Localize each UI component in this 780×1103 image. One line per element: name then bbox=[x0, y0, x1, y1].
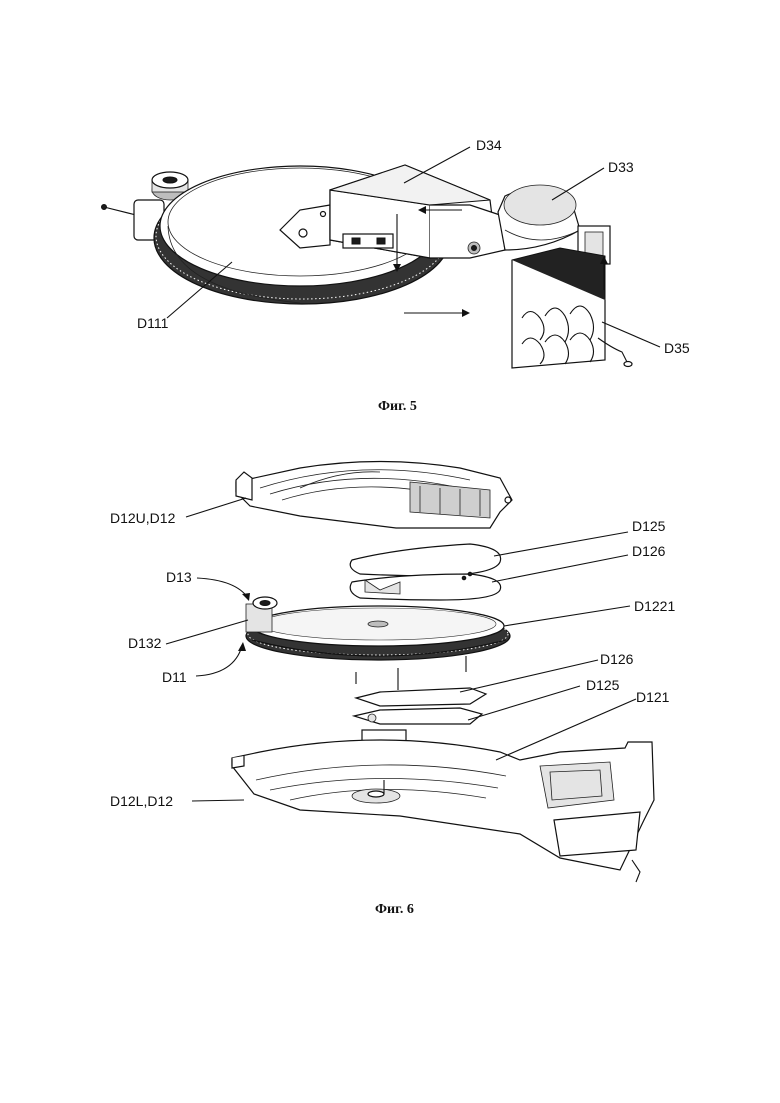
label-d13: D13 bbox=[166, 569, 192, 585]
figure-5-drawing bbox=[102, 165, 633, 368]
figure-5-caption: Фиг. 5 bbox=[378, 399, 417, 414]
label-d125-top: D125 bbox=[632, 518, 666, 534]
label-d132: D132 bbox=[128, 635, 162, 651]
label-d126-top: D126 bbox=[632, 543, 666, 559]
label-d121: D121 bbox=[636, 689, 670, 705]
label-d34: D34 bbox=[476, 137, 502, 153]
label-d33: D33 bbox=[608, 159, 634, 175]
label-d12u: D12U,D12 bbox=[110, 510, 176, 526]
label-d125-bottom: D125 bbox=[586, 677, 620, 693]
label-d111: D111 bbox=[137, 315, 169, 331]
label-d1221: D1221 bbox=[634, 598, 675, 614]
label-d126-bottom: D126 bbox=[600, 651, 634, 667]
label-d35: D35 bbox=[664, 340, 690, 356]
figure-6-caption: Фиг. 6 bbox=[375, 902, 414, 917]
figure-6-drawing bbox=[232, 462, 654, 883]
label-d12l: D12L,D12 bbox=[110, 793, 173, 809]
label-d11: D11 bbox=[162, 669, 187, 685]
